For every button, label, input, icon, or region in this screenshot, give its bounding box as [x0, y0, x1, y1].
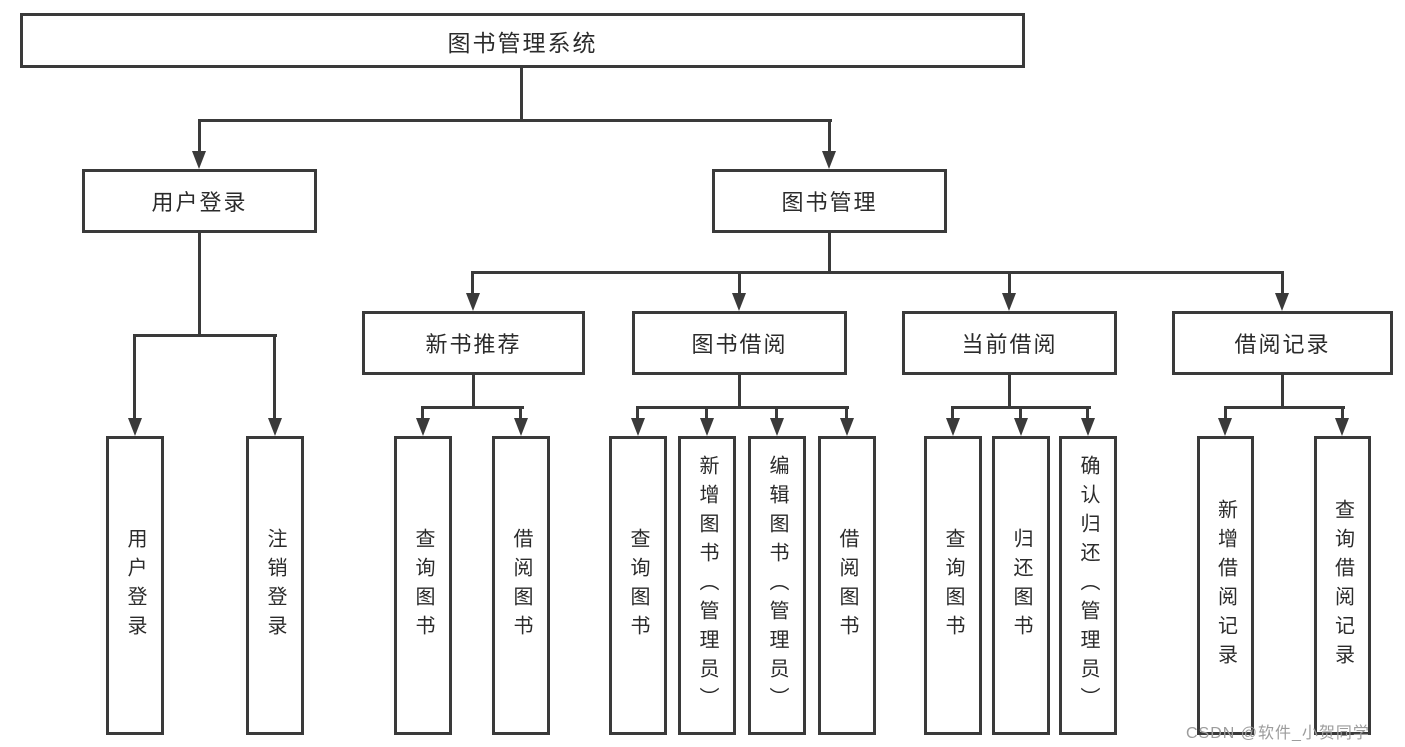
node-label: 借阅图书: [836, 527, 858, 644]
arrowhead-icon: [732, 293, 746, 311]
connector-user-login-stem: [198, 233, 201, 337]
connector-drop-leaf: [1341, 406, 1344, 420]
node-label: 查询图书: [627, 527, 649, 644]
node-label: 编辑图书（管理员）: [766, 455, 788, 716]
node-borrowing-records: 借阅记录: [1172, 311, 1393, 375]
node-label: 借阅记录: [1234, 332, 1331, 357]
node-label: 图书管理系统: [447, 29, 598, 56]
connector-user-login-bus: [134, 334, 277, 337]
node-new-book-recommend: 新书推荐: [362, 311, 585, 375]
node-label: 新增借阅记录: [1214, 498, 1237, 673]
connector-new-book-recommend-stem: [472, 375, 475, 409]
connector-new-book-recommend-bus: [421, 406, 524, 409]
node-label: 确认归还（管理员）: [1077, 455, 1099, 716]
connector-drop-current-borrowing: [1008, 271, 1011, 296]
connector-drop-leaf: [636, 406, 639, 420]
connector-current-borrowing-stem: [1008, 375, 1011, 409]
node-user-login-leaf: 用户登录: [106, 436, 164, 735]
node-borrow-books-recommend: 借阅图书: [492, 436, 550, 735]
node-query-books-current: 查询图书: [924, 436, 982, 735]
arrowhead-icon: [631, 418, 645, 436]
connector-root-bus: [199, 119, 832, 122]
node-query-books-borrowing: 查询图书: [609, 436, 667, 735]
connector-drop-leaf: [845, 406, 848, 420]
connector-drop-logout-leaf: [273, 334, 276, 420]
node-book-management: 图书管理: [712, 169, 947, 233]
connector-borrowing-records-stem: [1281, 375, 1284, 409]
arrowhead-icon: [1275, 293, 1289, 311]
node-label: 当前借阅: [961, 332, 1058, 357]
arrowhead-icon: [268, 418, 282, 436]
node-borrow-books: 借阅图书: [818, 436, 876, 735]
node-query-borrow-record: 查询借阅记录: [1314, 436, 1371, 735]
node-current-borrowing: 当前借阅: [902, 311, 1117, 375]
connector-book-borrowing-bus: [636, 406, 849, 409]
arrowhead-icon: [700, 418, 714, 436]
connector-drop-leaf: [951, 406, 954, 420]
arrowhead-icon: [1014, 418, 1028, 436]
node-label: 图书借阅: [691, 332, 788, 357]
arrowhead-icon: [514, 418, 528, 436]
connector-drop-leaf: [1224, 406, 1227, 420]
node-label: 注销登录: [264, 527, 286, 644]
node-label: 归还图书: [1010, 527, 1032, 644]
connector-root-stem: [520, 66, 523, 122]
arrowhead-icon: [1002, 293, 1016, 311]
connector-drop-leaf: [1086, 406, 1089, 420]
connector-drop-borrowing-records: [1281, 271, 1284, 296]
node-label: 新增图书（管理员）: [696, 455, 718, 716]
node-label: 新书推荐: [425, 332, 522, 357]
arrowhead-icon: [1218, 418, 1232, 436]
arrowhead-icon: [192, 151, 206, 169]
node-label: 查询图书: [942, 527, 964, 644]
connector-drop-leaf: [421, 406, 424, 420]
node-label: 用户登录: [151, 190, 248, 215]
connector-drop-login-leaf: [133, 334, 136, 420]
node-label: 查询借阅记录: [1331, 498, 1354, 673]
connector-drop-book-management: [828, 119, 831, 153]
connector-drop-leaf: [1019, 406, 1022, 420]
node-edit-book-admin: 编辑图书（管理员）: [748, 436, 806, 735]
connector-drop-leaf: [705, 406, 708, 420]
node-add-book-admin: 新增图书（管理员）: [678, 436, 736, 735]
arrowhead-icon: [822, 151, 836, 169]
node-label: 借阅图书: [510, 527, 532, 644]
connector-book-management-stem: [828, 233, 831, 274]
node-library-management-system: 图书管理系统: [20, 13, 1025, 68]
connector-drop-user-login: [198, 119, 201, 153]
watermark: CSDN @软件_小贺同学: [1186, 725, 1370, 742]
connector-book-management-bus: [471, 271, 1284, 274]
connector-drop-leaf: [519, 406, 522, 420]
connector-book-borrowing-stem: [738, 375, 741, 409]
arrowhead-icon: [466, 293, 480, 311]
node-confirm-return-admin: 确认归还（管理员）: [1059, 436, 1117, 735]
node-label: 图书管理: [781, 190, 878, 215]
node-label: 查询图书: [412, 527, 434, 644]
node-label: 用户登录: [124, 527, 146, 644]
connector-drop-book-borrowing: [738, 271, 741, 296]
connector-drop-new-book-recommend: [471, 271, 474, 296]
node-return-books: 归还图书: [992, 436, 1050, 735]
arrowhead-icon: [416, 418, 430, 436]
node-user-login: 用户登录: [82, 169, 317, 233]
node-query-books-recommend: 查询图书: [394, 436, 452, 735]
arrowhead-icon: [770, 418, 784, 436]
connector-drop-leaf: [775, 406, 778, 420]
arrowhead-icon: [1335, 418, 1349, 436]
arrowhead-icon: [840, 418, 854, 436]
node-book-borrowing: 图书借阅: [632, 311, 847, 375]
arrowhead-icon: [128, 418, 142, 436]
node-logout: 注销登录: [246, 436, 304, 735]
arrowhead-icon: [946, 418, 960, 436]
connector-borrowing-records-bus: [1224, 406, 1345, 409]
node-add-borrow-record: 新增借阅记录: [1197, 436, 1254, 735]
arrowhead-icon: [1081, 418, 1095, 436]
